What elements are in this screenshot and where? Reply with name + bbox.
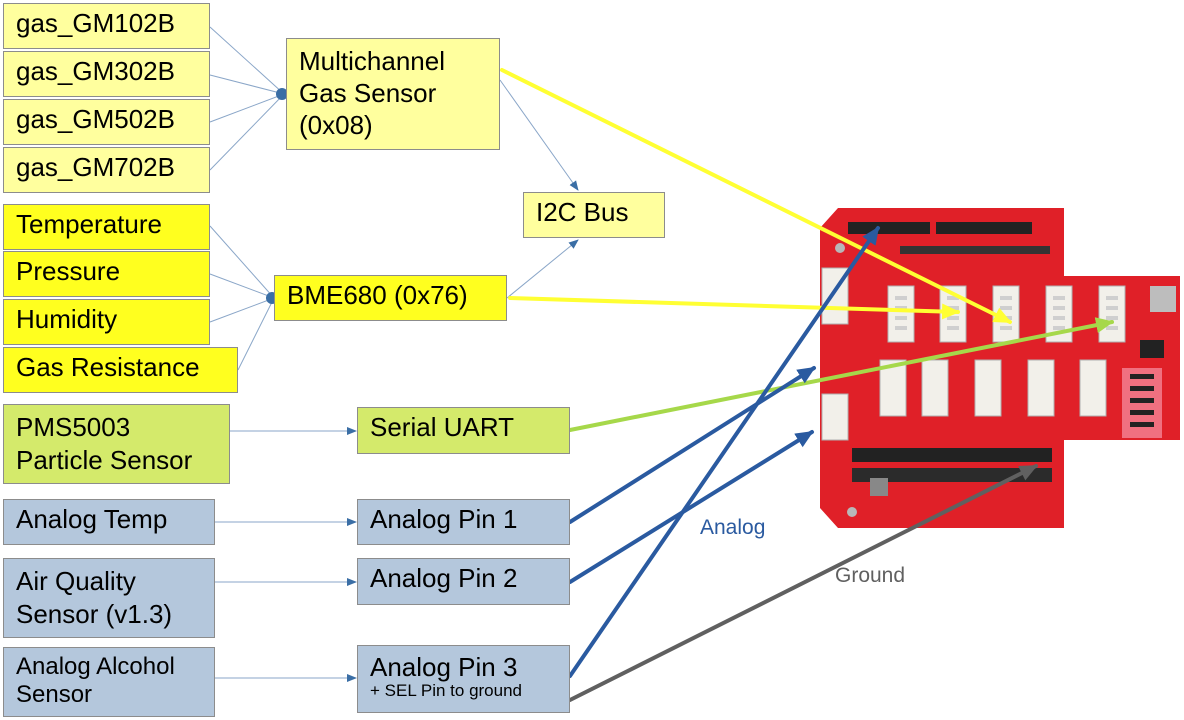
gas-gm702b-box: gas_GM702B bbox=[3, 147, 210, 193]
bme680-label: BME680 (0x76) bbox=[287, 280, 468, 310]
uart-wire bbox=[570, 322, 1112, 430]
gas-resistance-label: Gas Resistance bbox=[16, 352, 200, 382]
analog-wire-pin3 bbox=[570, 228, 878, 676]
multichannel-line2: Gas Sensor bbox=[299, 77, 487, 109]
gas-gm502b-label: gas_GM502B bbox=[16, 104, 175, 134]
pms5003-line1: PMS5003 bbox=[16, 411, 217, 444]
gas-gm102b-label: gas_GM102B bbox=[16, 8, 175, 38]
alcohol-line2: Sensor bbox=[16, 681, 202, 709]
multichannel-gas-sensor-box: Multichannel Gas Sensor (0x08) bbox=[286, 38, 500, 150]
temperature-label: Temperature bbox=[16, 209, 162, 239]
gas-gm702b-label: gas_GM702B bbox=[16, 152, 175, 182]
i2c-bus-label: I2C Bus bbox=[536, 197, 629, 227]
analog-pin3-note: + SEL Pin to ground bbox=[370, 682, 557, 700]
analog-pin2-label: Analog Pin 2 bbox=[370, 563, 517, 593]
serial-uart-box: Serial UART bbox=[357, 407, 570, 454]
i2c-bus-box: I2C Bus bbox=[523, 192, 665, 238]
serial-uart-label: Serial UART bbox=[370, 412, 514, 442]
multichannel-line3: (0x08) bbox=[299, 109, 487, 141]
air-quality-line2: Sensor (v1.3) bbox=[16, 598, 202, 631]
gas-gm502b-box: gas_GM502B bbox=[3, 99, 210, 145]
temperature-box: Temperature bbox=[3, 204, 210, 250]
bme680-box: BME680 (0x76) bbox=[274, 275, 507, 321]
analog-temp-label: Analog Temp bbox=[16, 504, 167, 534]
pms5003-line2: Particle Sensor bbox=[16, 444, 217, 477]
air-quality-sensor-box: Air Quality Sensor (v1.3) bbox=[3, 558, 215, 638]
i2c-wire-bme680 bbox=[510, 298, 958, 312]
analog-pin2-box: Analog Pin 2 bbox=[357, 558, 570, 605]
analog-temp-box: Analog Temp bbox=[3, 499, 215, 545]
alcohol-line1: Analog Alcohol bbox=[16, 653, 202, 681]
analog-pin3-box: Analog Pin 3 + SEL Pin to ground bbox=[357, 645, 570, 713]
analog-pin3-label: Analog Pin 3 bbox=[370, 652, 557, 682]
analog-wire-pin2 bbox=[570, 432, 812, 582]
analog-pin1-box: Analog Pin 1 bbox=[357, 499, 570, 545]
humidity-label: Humidity bbox=[16, 304, 117, 334]
air-quality-line1: Air Quality bbox=[16, 565, 202, 598]
gas-gm302b-label: gas_GM302B bbox=[16, 56, 175, 86]
ground-wire-label: Ground bbox=[835, 564, 905, 588]
multichannel-line1: Multichannel bbox=[299, 45, 487, 77]
humidity-box: Humidity bbox=[3, 299, 210, 345]
pressure-box: Pressure bbox=[3, 251, 210, 297]
pressure-label: Pressure bbox=[16, 256, 120, 286]
pms5003-box: PMS5003 Particle Sensor bbox=[3, 404, 230, 484]
gas-gm102b-box: gas_GM102B bbox=[3, 3, 210, 49]
gas-gm302b-box: gas_GM302B bbox=[3, 51, 210, 97]
analog-alcohol-sensor-box: Analog Alcohol Sensor bbox=[3, 647, 215, 717]
analog-wire-label: Analog bbox=[700, 516, 765, 540]
analog-pin1-label: Analog Pin 1 bbox=[370, 504, 517, 534]
ground-wire bbox=[570, 466, 1036, 700]
gas-resistance-box: Gas Resistance bbox=[3, 347, 238, 393]
